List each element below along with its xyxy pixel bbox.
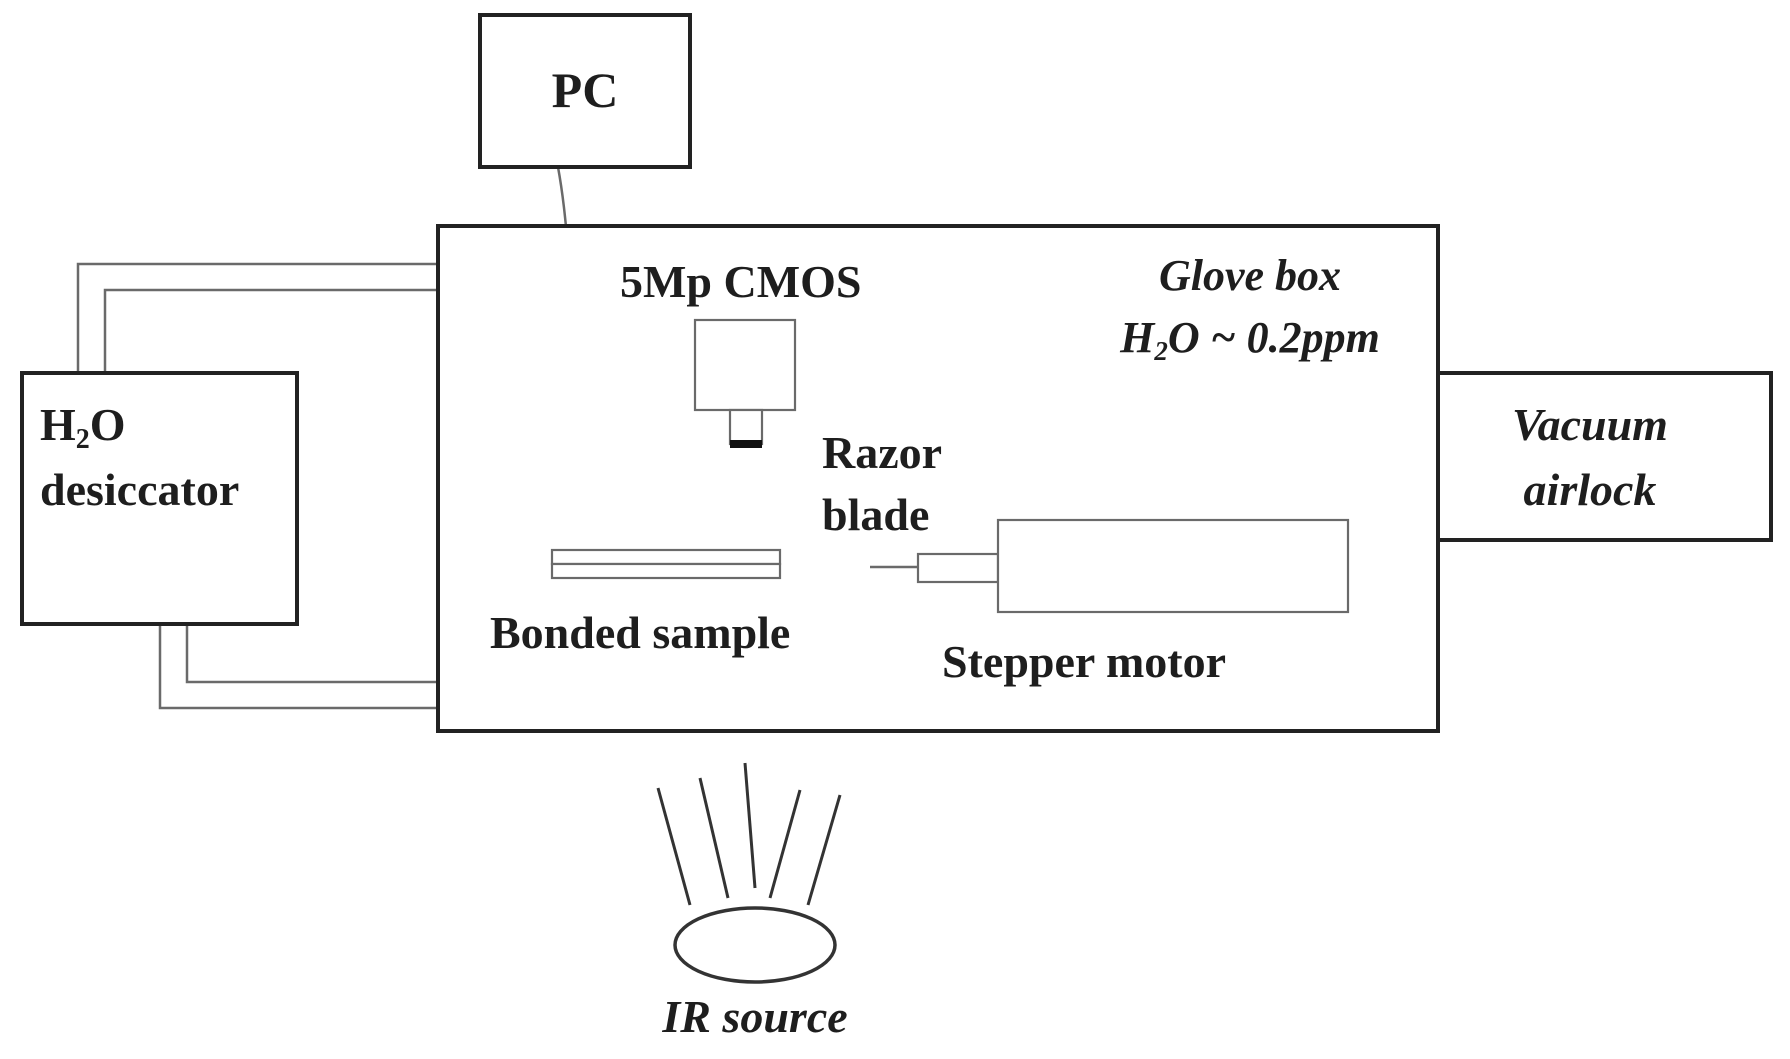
ir-ray — [656, 787, 692, 906]
stepper-motor-body — [996, 518, 1350, 614]
bonded-sample-bottom — [550, 562, 782, 580]
camera-lens-tip — [730, 440, 762, 448]
ir-ray — [768, 789, 802, 899]
glove-box-label-line2: H2O ~ 0.2ppm — [1119, 313, 1380, 366]
vacuum-label-line2: airlock — [1524, 464, 1657, 515]
desiccator-label-line2: desiccator — [40, 464, 239, 515]
pc-box — [478, 13, 692, 169]
lower-pipe-inner — [185, 624, 438, 684]
bonded-sample-top — [550, 548, 782, 566]
razor-label-line2: blade — [822, 489, 929, 540]
ir-source-ellipse — [673, 906, 837, 984]
vacuum-label-line1: Vacuum — [1512, 399, 1668, 450]
glove-box — [436, 224, 1440, 733]
bonded-sample-label: Bonded sample — [490, 607, 790, 658]
stepper-shaft — [916, 552, 1000, 584]
lower-pipe-outer — [158, 624, 438, 710]
stepper-motor-label: Stepper motor — [942, 636, 1226, 687]
camera-body — [693, 318, 797, 412]
upper-pipe-outer — [76, 262, 438, 373]
desiccator-label-line1: H2O — [40, 399, 126, 455]
desiccator-pipes — [76, 262, 438, 710]
glove-box-label-line1: Glove box — [1159, 251, 1341, 300]
vacuum-airlock-box — [1436, 371, 1773, 542]
ir-ray — [806, 794, 842, 906]
camera-label: 5Mp CMOS — [620, 256, 862, 307]
ir-ray — [698, 777, 730, 899]
razor-label-line1: Razor — [822, 427, 942, 478]
ir-source-label: IR source — [661, 991, 847, 1042]
ir-ray — [743, 762, 757, 889]
upper-pipe-inner — [103, 288, 438, 373]
desiccator-box — [20, 371, 299, 626]
pc-label: PC — [552, 62, 619, 118]
ir-rays — [656, 762, 842, 906]
camera-lens — [728, 408, 764, 446]
